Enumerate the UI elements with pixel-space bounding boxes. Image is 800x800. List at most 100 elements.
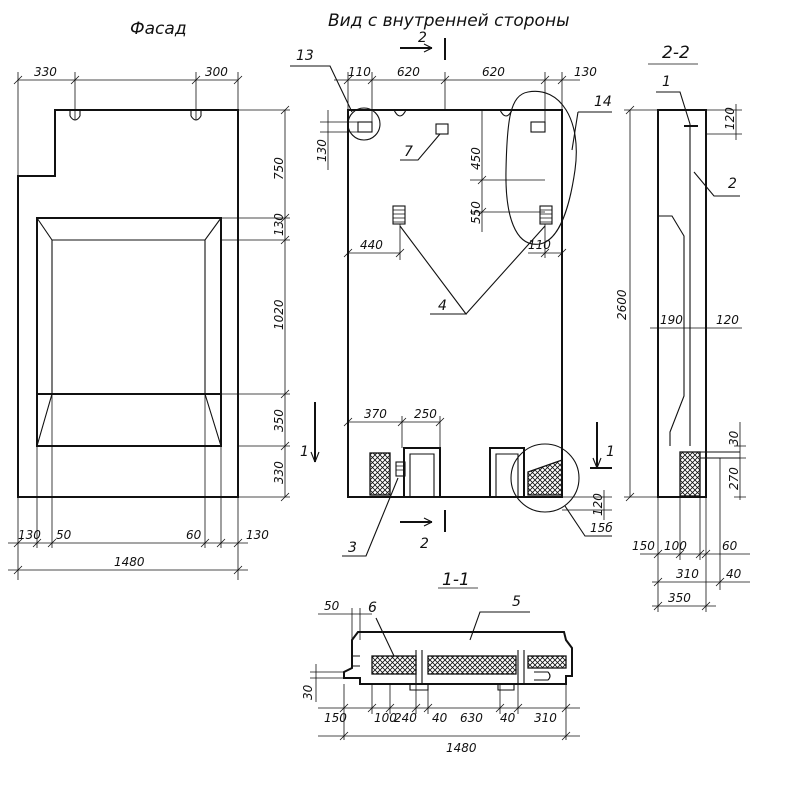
section-2-2-dim-350: 350 — [668, 591, 691, 605]
facade-title: Фасад — [130, 19, 187, 39]
facade-window-frame — [36, 217, 222, 447]
section-2-2-dim-310: 310 — [676, 567, 699, 581]
section-2-2: 1 2 120 2600 190 120 30 270 150 100 60 3… — [615, 63, 750, 612]
label-13: 13 — [296, 48, 314, 64]
leader-13 — [290, 65, 353, 113]
facade-dim-300: 300 — [205, 65, 228, 79]
embedded-part-4-left — [392, 205, 406, 225]
section-1-1-dim-50: 50 — [324, 599, 340, 613]
leader-3 — [342, 477, 399, 557]
embedded-plate-7 — [435, 123, 449, 135]
section-2-2-dim-270: 270 — [727, 467, 741, 490]
facade-dim-1020: 1020 — [272, 299, 286, 330]
inner-dim-440: 440 — [360, 238, 383, 252]
section-1-1-insulation-mid — [427, 655, 517, 675]
callout-oval-14 — [505, 90, 577, 245]
section-2-2-insulation — [679, 451, 701, 497]
cut-1-right-label: 1 — [606, 444, 615, 460]
inner-dim-620b: 620 — [482, 65, 505, 79]
section-2-2-dim-2600: 2600 — [615, 289, 629, 320]
section-1-1-dim-40a: 40 — [432, 711, 448, 725]
section-2-2-dim-40: 40 — [726, 567, 742, 581]
section-cut-1-arrow — [310, 451, 320, 463]
section-1-1-dim-100: 100 — [374, 711, 397, 725]
section-1-1-dim-240: 240 — [394, 711, 417, 725]
inner-dim-ticks — [343, 248, 567, 258]
section-2-2-dim-150: 150 — [632, 539, 655, 553]
label-7: 7 — [404, 144, 413, 160]
facade-dim-60: 60 — [186, 528, 202, 542]
cut-2-top-label: 2 — [418, 30, 427, 46]
window-jamb-left — [403, 447, 441, 497]
label-4: 4 — [438, 298, 447, 314]
embedded-plate-13 — [357, 121, 373, 133]
section-1-1-dim-310: 310 — [534, 711, 557, 725]
facade-dim-130: 130 — [272, 213, 286, 236]
inner-dim-lines — [320, 110, 358, 170]
leader-14 — [571, 111, 612, 151]
leader-1-22 — [656, 91, 691, 125]
inner-view-title: Вид с внутренней стороны — [328, 11, 570, 31]
facade-dim-ticks — [13, 538, 243, 575]
inner-dim-550: 550 — [469, 201, 483, 224]
inner-dim-110b: 110 — [528, 238, 551, 252]
section-2-2-label-1: 1 — [662, 74, 671, 90]
insulation-block-right — [527, 459, 563, 496]
inner-dim-lines — [348, 416, 441, 448]
section-1-1-label-6: 6 — [368, 600, 377, 616]
embedded-part-4-right — [539, 205, 553, 225]
section-2-2-dim-30: 30 — [727, 430, 741, 446]
section-1-1-sills — [409, 671, 551, 691]
section-2-2-title: 2-2 — [662, 43, 690, 63]
cut-2-bottom-label: 2 — [420, 536, 429, 552]
cut-1-left-label: 1 — [300, 444, 309, 460]
section-2-2-dim-lines — [734, 422, 746, 500]
section-1-1-dim-30: 30 — [301, 684, 315, 700]
section-cut-1-right — [590, 422, 612, 469]
section-1-1-dim-150: 150 — [324, 711, 347, 725]
facade-dim-1480: 1480 — [114, 555, 145, 569]
inner-dim-ticks — [343, 417, 445, 427]
section-2-2-dim-190: 190 — [660, 313, 683, 327]
section-2-2-dim-120b: 120 — [716, 313, 739, 327]
section-cut-2-bottom — [400, 510, 446, 532]
section-2-2-dim-lines — [624, 109, 658, 498]
section-2-2-label-2: 2 — [728, 176, 737, 192]
facade-dim-750: 750 — [272, 157, 286, 180]
section-1-1-insulation-right — [527, 655, 567, 669]
section-1-1-title: 1-1 — [442, 570, 470, 590]
leader-7 — [400, 133, 441, 161]
label-14: 14 — [594, 94, 612, 110]
section-2-2-dim-100: 100 — [664, 539, 687, 553]
section-1-1-dim-ticks — [339, 703, 571, 741]
inner-dim-110: 110 — [348, 65, 371, 79]
section-cut-2-arrow — [423, 43, 433, 53]
section-2-2-dim-ticks — [625, 105, 635, 502]
inner-lifting-loop — [393, 109, 407, 117]
section-1-1-dim-40b: 40 — [500, 711, 516, 725]
facade-dim-330b: 330 — [272, 461, 286, 484]
section-1-1-jambs — [415, 650, 525, 684]
section-1-1-dim-lines — [318, 684, 580, 740]
inner-view: 2 2 1 1 110 620 620 130 130 450 55 — [290, 30, 615, 557]
label-3: 3 — [348, 540, 357, 556]
section-1-1-dim-lines — [310, 664, 344, 702]
callout-circle-15b — [510, 443, 580, 513]
label-15b: 15б — [590, 521, 613, 535]
section-cut-2-top — [400, 38, 446, 60]
section-2-2-dim-ticks — [653, 549, 725, 611]
window-jamb-right — [489, 447, 525, 497]
facade-dim-ticks — [13, 75, 243, 85]
section-2-2-dim-120: 120 — [723, 107, 737, 130]
section-1-1-edge — [352, 655, 360, 667]
section-2-2-dim-lines — [706, 104, 742, 140]
leader-4 — [399, 225, 546, 315]
facade-view: 330 300 750 130 1020 350 330 130 50 60 1… — [8, 65, 290, 580]
facade-dim-ticks — [280, 105, 290, 502]
leader-15b — [564, 505, 612, 537]
inner-dim-120: 120 — [591, 493, 605, 516]
section-1-1-dim-630: 630 — [460, 711, 483, 725]
section-2-2-dim-lines — [650, 322, 742, 334]
inner-dim-620a: 620 — [397, 65, 420, 79]
facade-dim-130-right: 130 — [246, 528, 269, 542]
